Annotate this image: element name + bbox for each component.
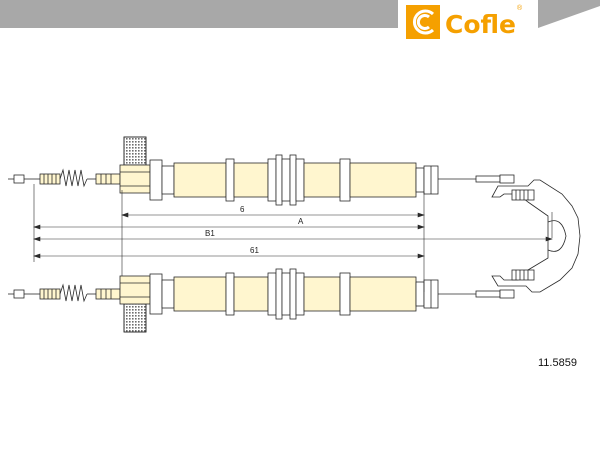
lower-sheath-2 (303, 276, 341, 312)
upper-cable (8, 136, 515, 206)
upper-sheath-2 (303, 162, 341, 198)
brand-logo: Cofle ® (406, 4, 523, 39)
brand-name: Cofle (445, 10, 516, 39)
brand-registered-mark: ® (517, 4, 523, 12)
lower-sheath-3 (349, 276, 417, 312)
lower-sheath-1 (173, 276, 227, 312)
brand-emblem-icon (406, 5, 440, 39)
upper-boot (59, 168, 88, 188)
lower-mounting-block (123, 303, 147, 333)
upper-left-end-fitting (13, 174, 25, 184)
lower-left-end-fitting (13, 289, 25, 299)
upper-mounting-block (123, 136, 147, 166)
dim-label-overall: B1 (205, 229, 215, 238)
dim-label-lower: 61 (250, 246, 259, 255)
equalizer-bracket (491, 179, 581, 293)
upper-sheath-1 (173, 162, 227, 198)
lower-boot (59, 283, 88, 303)
dim-label-upper-short: 6 (240, 205, 245, 214)
part-number: 11.5859 (538, 357, 577, 369)
upper-sheath-3 (349, 162, 417, 198)
lower-cable (8, 268, 515, 333)
dimension-lines (33, 184, 553, 292)
dim-label-upper-long: A (298, 217, 304, 226)
